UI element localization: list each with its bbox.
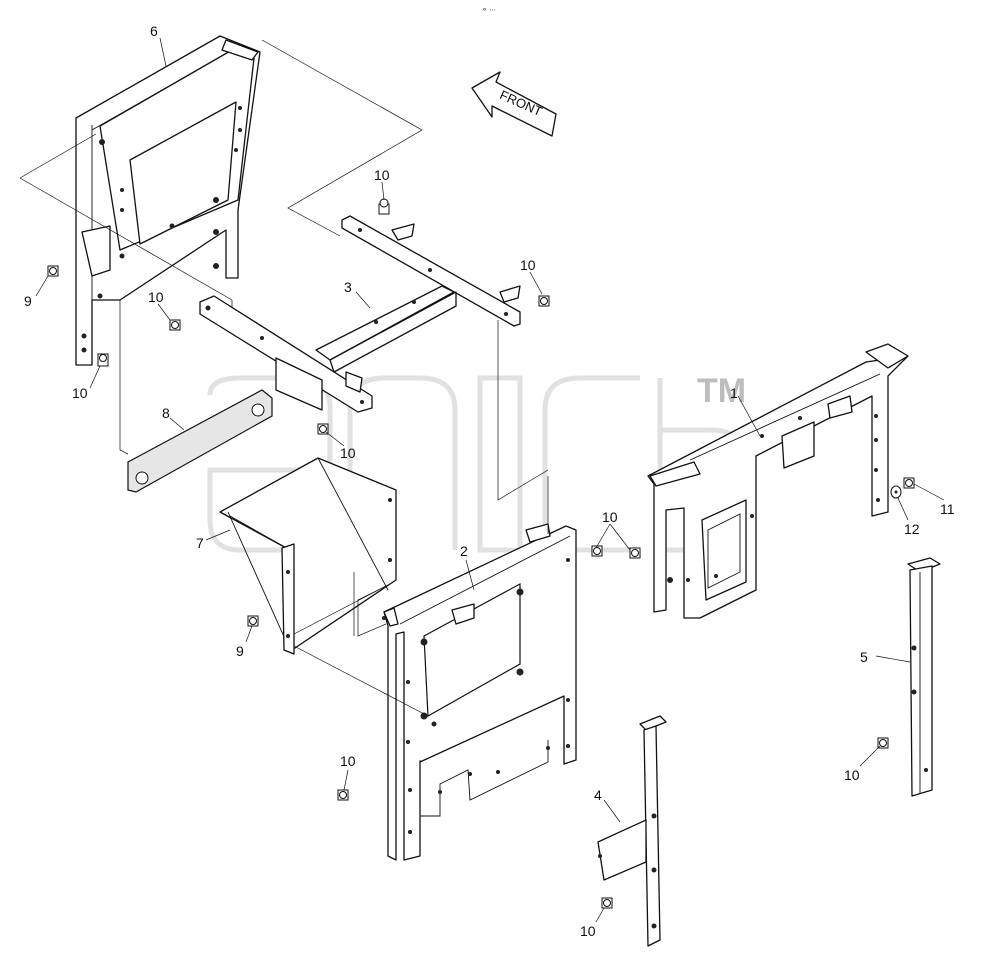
- callout-10h: 10: [340, 753, 356, 769]
- callout-labels: 6 10 10 10 9 10 3 8 10 7 2 10 1 11 12 9 …: [24, 23, 955, 939]
- watermark-tm: TM: [697, 372, 746, 410]
- callout-4: 4: [594, 787, 602, 803]
- bolt-10j: [601, 897, 613, 909]
- part-7-side-plate: [219, 457, 397, 655]
- bolt-9a: [47, 265, 59, 277]
- callout-10e: 10: [340, 445, 356, 461]
- washer-12: [890, 485, 902, 499]
- bolt-10e: [317, 423, 329, 435]
- callout-10b: 10: [520, 257, 536, 273]
- callout-9b: 9: [236, 643, 244, 659]
- part-5-post: [907, 557, 941, 797]
- callout-1: 1: [730, 385, 738, 401]
- part-8-spacer: [127, 389, 273, 493]
- bolt-10b: [538, 295, 550, 307]
- top-mark: ∘ ∙∙∙: [482, 5, 496, 14]
- bolt-10h: [337, 789, 349, 801]
- bolt-10f: [591, 545, 603, 557]
- bolt-10g: [629, 547, 641, 559]
- callout-11: 11: [940, 501, 955, 517]
- callout-12: 12: [904, 521, 920, 537]
- bolt-11: [903, 477, 915, 489]
- callout-10j: 10: [580, 923, 596, 939]
- callout-2: 2: [460, 543, 468, 559]
- bolt-10d: [97, 353, 109, 367]
- part-6-upper-frame: [75, 35, 261, 366]
- part-1-main-frame: [547, 343, 909, 619]
- callout-7: 7: [196, 535, 204, 551]
- callout-3: 3: [344, 279, 352, 295]
- callout-10a: 10: [374, 167, 390, 183]
- callout-10d: 10: [72, 385, 88, 401]
- callout-9a: 9: [24, 293, 32, 309]
- bolt-10a: [378, 198, 390, 215]
- bolt-10c: [169, 319, 181, 331]
- assembly-lines-upper: [19, 39, 549, 501]
- part-3-crossmember: [199, 215, 521, 413]
- part-4-bracket: [597, 715, 667, 947]
- callout-8: 8: [162, 405, 170, 421]
- callout-6: 6: [150, 23, 158, 39]
- callout-5: 5: [860, 649, 868, 665]
- bolt-9b: [247, 615, 259, 627]
- callout-10f: 10: [602, 509, 618, 525]
- part-2-rear-frame: [293, 523, 577, 861]
- callout-leaders: [35, 37, 945, 923]
- front-arrow: FRONT: [471, 71, 557, 137]
- callout-10i: 10: [844, 767, 860, 783]
- bolt-10i: [877, 737, 889, 749]
- callout-10c: 10: [148, 289, 164, 305]
- bolts: [47, 198, 915, 909]
